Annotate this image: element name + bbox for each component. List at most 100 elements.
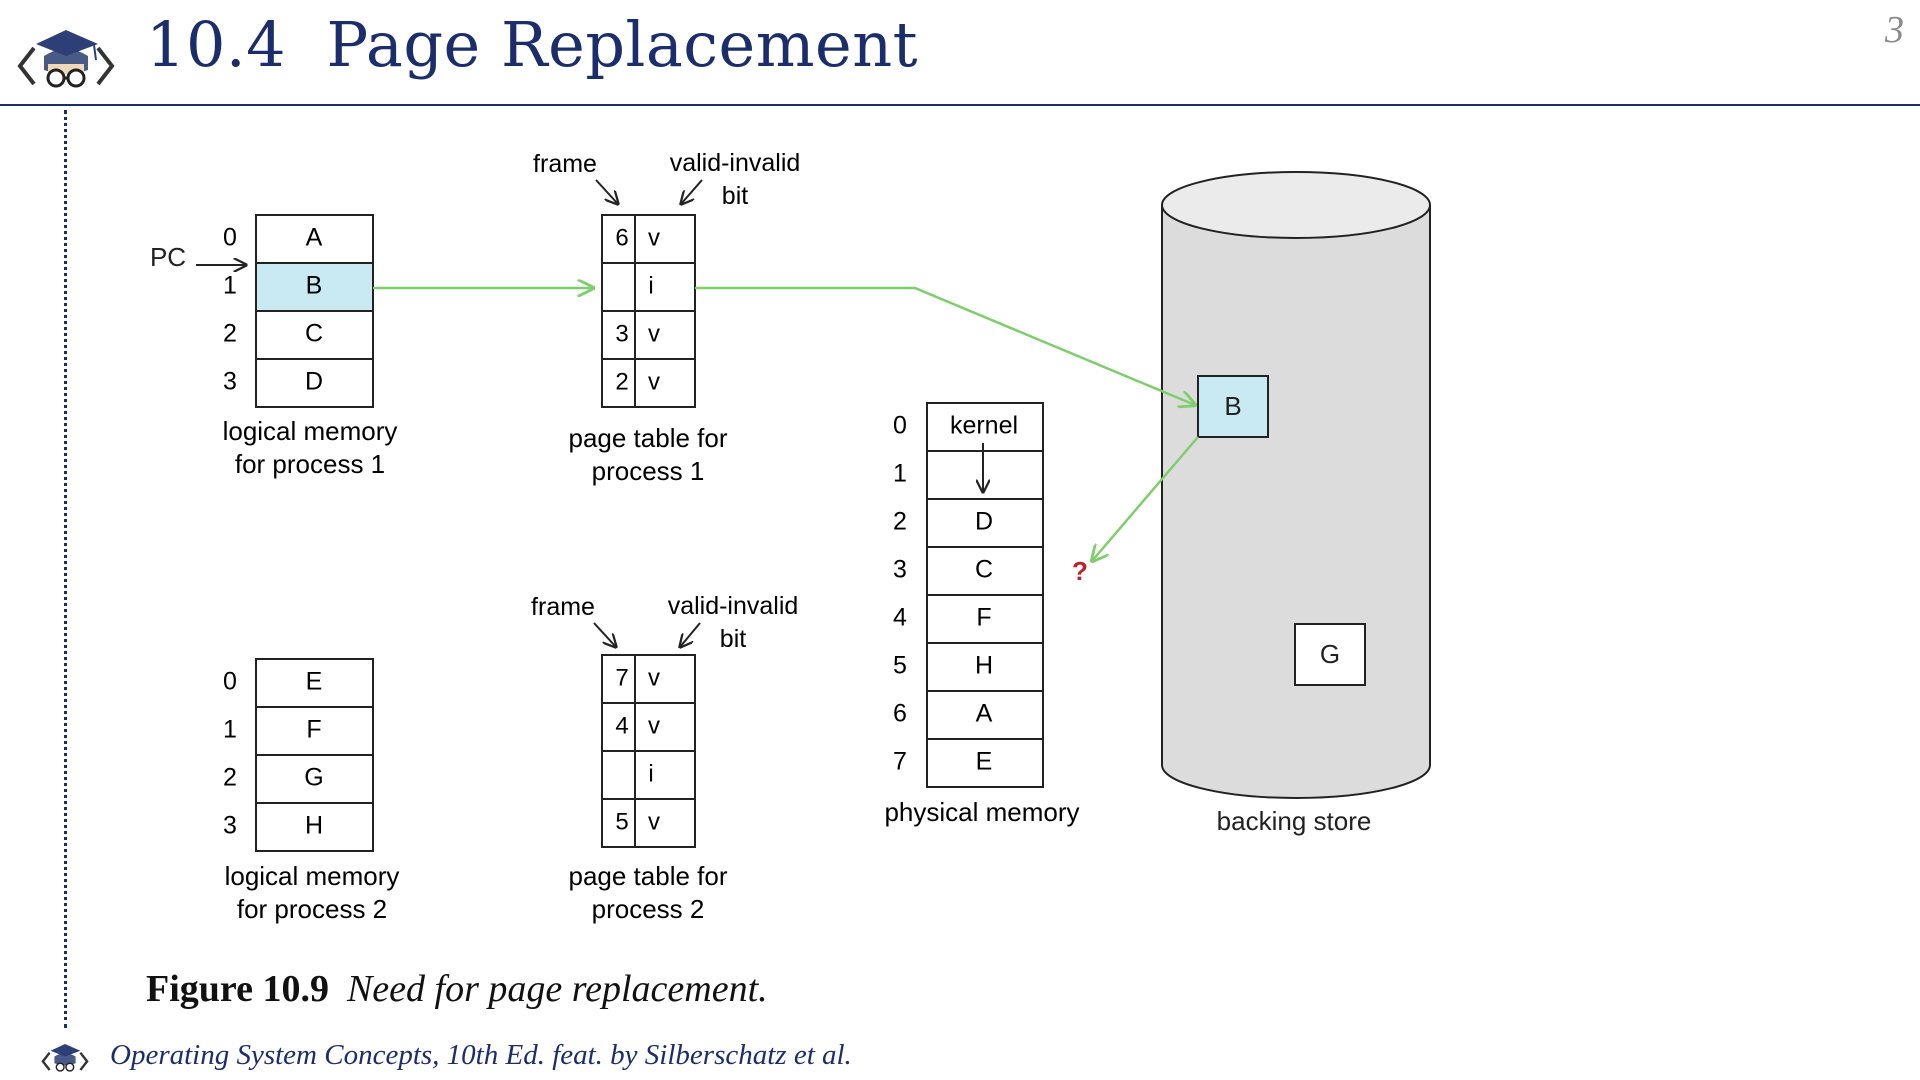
lm2-page: G [304, 764, 323, 792]
lm1-index: 3 [223, 368, 237, 396]
pt1-bit-value: v [648, 320, 660, 347]
backing-store-label: backing store [1217, 806, 1372, 836]
pt1-bit-value: i [648, 272, 653, 299]
pm-frame-number: 0 [893, 412, 907, 440]
backing-store-page-b-label: B [1224, 391, 1241, 421]
lm2-cell [255, 802, 374, 852]
lm1-page: C [305, 320, 323, 348]
footer-logo-icon [40, 1042, 90, 1073]
page-fault-trap-arrow [695, 286, 1195, 405]
pt2-frame-cell [601, 798, 636, 848]
pt1-bit-value: v [648, 224, 660, 251]
pm-frame-cell [926, 402, 1044, 452]
pt1-frame-value: 6 [615, 224, 628, 251]
lm2-index: 3 [223, 812, 237, 840]
pt2-frame-value: 4 [615, 712, 628, 739]
pt1-frame-cell [601, 262, 636, 312]
logo-icon [14, 26, 118, 90]
lm1-page: D [305, 368, 323, 396]
figure-number: Figure 10.9 [146, 968, 329, 1010]
pt2-frame-cell [601, 654, 636, 704]
pm-frame-content: D [975, 508, 993, 536]
backing-store-cylinder [1161, 171, 1431, 799]
pm-frame-number: 7 [893, 748, 907, 776]
lm1-index: 0 [223, 224, 237, 252]
pc-label: PC [150, 242, 186, 272]
pm-frame-content: E [976, 748, 993, 776]
lm2-index: 0 [223, 668, 237, 696]
pm-frame-cell [926, 450, 1044, 500]
pt2-bit-cell [634, 798, 696, 848]
logical-memory-process-2: E F G H 0 1 2 3 logical memory for proce… [223, 658, 400, 924]
pt1-bit-pointer [681, 179, 703, 204]
pt1-label-line2: process 1 [592, 456, 705, 486]
backing-store-page-g [1294, 623, 1366, 686]
pt1-frame-value: 3 [615, 320, 628, 347]
pt2-bit-value: v [648, 664, 660, 691]
pt1-label-line1: page table for [568, 423, 727, 453]
pt1-bit-cell [634, 214, 696, 264]
pm-frame-number: 4 [893, 604, 907, 632]
lm1-label-line2: for process 1 [235, 449, 385, 479]
pt2-frame-cell [601, 702, 636, 752]
lm1-cell-3 [255, 358, 374, 408]
pm-frame-cell [926, 690, 1044, 740]
pt1-bit-value: v [648, 368, 660, 395]
pm-frame-cell [926, 546, 1044, 596]
pt2-frame-value: 5 [615, 808, 628, 835]
lm2-index: 1 [223, 716, 237, 744]
backing-store-page-g-label: G [1320, 639, 1340, 669]
page-table-process-2: frame valid-invalid bit 7 v 4 v i 5 v pa… [531, 592, 798, 924]
lm2-label-line2: for process 2 [237, 894, 387, 924]
pt2-frame-cell [601, 750, 636, 800]
pm-frame-cell [926, 642, 1044, 692]
figure-caption-text: Need for page replacement. [346, 968, 768, 1010]
page-title: 10.4 Page Replacement [146, 8, 919, 81]
pm-frame-number: 5 [893, 652, 907, 680]
lm1-page: B [306, 272, 323, 300]
lm2-page: E [306, 668, 323, 696]
pt1-bit-cell [634, 262, 696, 312]
pm-frame-number: 2 [893, 508, 907, 536]
lm1-page: A [306, 224, 323, 252]
lm1-label-line1: logical memory [223, 416, 398, 446]
pt2-label-line2: process 2 [592, 894, 705, 924]
pt1-header-valid-line1: valid-invalid [670, 149, 801, 177]
side-dotted-rule [64, 110, 67, 1028]
pt2-bit-value: v [648, 712, 660, 739]
pm-frame-number: 6 [893, 700, 907, 728]
lm2-page: F [306, 716, 321, 744]
pt1-header-valid-line2: bit [722, 182, 748, 210]
pt2-frame-value: 7 [615, 664, 628, 691]
title-divider [0, 104, 1920, 106]
footer-citation: Operating System Concepts, 10th Ed. feat… [110, 1039, 852, 1071]
pt1-bit-cell [634, 310, 696, 360]
lm2-label-line1: logical memory [225, 861, 400, 891]
lm1-cell-0 [255, 214, 374, 264]
lm2-cell [255, 706, 374, 756]
pm-frame-cell [926, 738, 1044, 788]
backing-store-page-b [1197, 375, 1269, 438]
pm-frame-content: H [975, 652, 993, 680]
pm-frame-number: 1 [893, 460, 907, 488]
pt2-frame-pointer [593, 622, 616, 647]
pt2-bit-cell [634, 750, 696, 800]
page-in-arrow [1092, 436, 1199, 561]
pt2-header-valid-line2: bit [720, 625, 746, 653]
pt2-bit-value: i [648, 760, 653, 787]
pm-frame-content: kernel [950, 412, 1018, 440]
pt1-frame-value: 2 [615, 368, 628, 395]
pt2-bit-pointer [680, 622, 701, 647]
no-free-frame-question-mark: ? [1072, 556, 1088, 586]
pm-frame-content: C [975, 556, 993, 584]
lm2-page: H [305, 812, 323, 840]
pt1-header-frame: frame [533, 150, 597, 178]
pt2-bit-value: v [648, 808, 660, 835]
lm2-cell [255, 754, 374, 804]
pm-label: physical memory [884, 797, 1079, 827]
pt2-bit-cell [634, 654, 696, 704]
page-table-process-1: frame valid-invalid bit 6 v i 3 v 2 v pa… [533, 149, 800, 486]
pt2-header-valid-line1: valid-invalid [668, 592, 799, 620]
pt1-frame-cell [601, 358, 636, 408]
